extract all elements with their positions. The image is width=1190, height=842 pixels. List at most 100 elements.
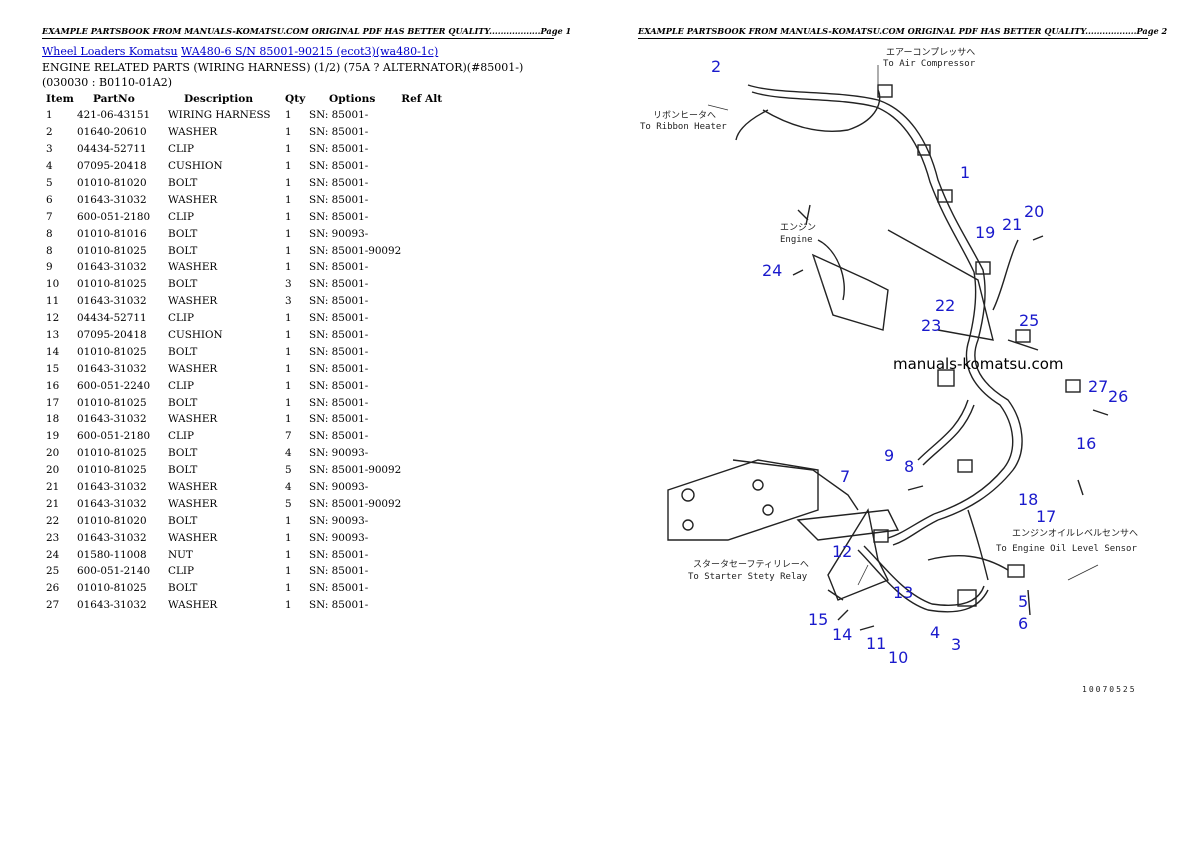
cell-qty: 1 <box>285 227 292 240</box>
cell-qty: 1 <box>285 582 292 595</box>
callout-9: 9 <box>884 446 894 465</box>
column-header-qty: Qty <box>285 92 306 105</box>
callout-25: 25 <box>1019 311 1039 330</box>
cell-description: NUT <box>168 548 193 561</box>
cell-partno: 600-051-2180 <box>77 430 151 443</box>
cell-ref-alt <box>401 428 461 445</box>
cell-partno: 01010-81025 <box>77 244 147 257</box>
cell-ref-alt <box>401 343 461 360</box>
cell-partno: 01010-81025 <box>77 278 147 291</box>
callout-18: 18 <box>1018 490 1038 509</box>
cell-description: CUSHION <box>168 160 223 173</box>
cell-description: CLIP <box>168 430 194 443</box>
callout-15: 15 <box>808 610 828 629</box>
callout-19: 19 <box>975 223 995 242</box>
cell-item: 16 <box>46 379 60 392</box>
label-starter-relay-en: To Starter Stety Relay <box>688 572 808 582</box>
cell-item: 4 <box>46 160 53 173</box>
cell-item: 8 <box>46 244 53 257</box>
cell-options: SN: 85001- <box>309 126 369 139</box>
cell-description: CLIP <box>168 210 194 223</box>
breadcrumb-link-category[interactable]: Wheel Loaders Komatsu <box>42 45 178 58</box>
cell-options: SN: 85001- <box>309 193 369 206</box>
cell-options: SN: 85001- <box>309 430 369 443</box>
cell-ref-alt <box>401 495 461 512</box>
cell-options: SN: 85001- <box>309 278 369 291</box>
cell-ref-alt <box>401 411 461 428</box>
label-oil-sensor-jp: エンジンオイルレベルセンサへ <box>1012 528 1138 539</box>
cell-partno: 01643-31032 <box>77 599 147 612</box>
callout-27: 27 <box>1088 377 1108 396</box>
cell-description: CUSHION <box>168 329 223 342</box>
cell-options: SN: 85001- <box>309 345 369 358</box>
cell-partno: 600-051-2180 <box>77 210 151 223</box>
cell-qty: 1 <box>285 143 292 156</box>
cell-qty: 1 <box>285 109 292 122</box>
cell-partno: 04434-52711 <box>77 143 147 156</box>
cell-item: 22 <box>46 514 60 527</box>
cell-description: WASHER <box>168 481 218 494</box>
callout-3: 3 <box>951 635 961 654</box>
cell-ref-alt <box>401 191 461 208</box>
cell-partno: 01643-31032 <box>77 295 147 308</box>
label-ribbon-heater-en: To Ribbon Heater <box>640 122 727 132</box>
cell-partno: 01643-31032 <box>77 362 147 375</box>
cell-ref-alt <box>401 276 461 293</box>
cell-qty: 1 <box>285 548 292 561</box>
cell-partno: 04434-52711 <box>77 312 147 325</box>
cell-partno: 01010-81020 <box>77 177 147 189</box>
cell-qty: 1 <box>285 345 292 358</box>
cell-description: WASHER <box>168 497 218 510</box>
cell-description: WASHER <box>168 362 218 375</box>
cell-options: SN: 85001- <box>309 396 369 409</box>
cell-partno: 600-051-2140 <box>77 565 151 578</box>
cell-partno: 07095-20418 <box>77 160 147 173</box>
cell-item: 2 <box>46 126 53 139</box>
cell-ref-alt <box>401 377 461 394</box>
cell-item: 18 <box>46 413 60 426</box>
callout-24: 24 <box>762 261 782 280</box>
cell-ref-alt <box>401 225 461 242</box>
breadcrumb-link-model[interactable]: WA480-6 S/N 85001-90215 (ecot3)(wa480-1c… <box>181 45 439 58</box>
cell-partno: 01643-31032 <box>77 413 147 426</box>
cell-options: SN: 85001- <box>309 295 369 308</box>
cell-description: WASHER <box>168 295 218 308</box>
diagram-drawing <box>667 84 1109 631</box>
cell-item: 5 <box>46 177 53 189</box>
label-air-compressor-jp: エアーコンプレッサへ <box>886 47 975 58</box>
cell-item: 27 <box>46 599 60 612</box>
callout-12: 12 <box>832 542 852 561</box>
cell-description: WASHER <box>168 193 218 206</box>
callout-8: 8 <box>904 457 914 476</box>
cell-options: SN: 85001- <box>309 177 369 189</box>
cell-description: CLIP <box>168 565 194 578</box>
cell-options: SN: 90093- <box>309 531 369 544</box>
cell-ref-alt <box>401 107 461 124</box>
cell-ref-alt <box>401 563 461 580</box>
cell-item: 14 <box>46 345 60 358</box>
column-header-description: Description <box>184 92 254 105</box>
cell-ref-alt <box>401 529 461 546</box>
cell-description: BOLT <box>168 464 198 477</box>
cell-item: 24 <box>46 548 60 561</box>
cell-partno: 01010-81025 <box>77 345 147 358</box>
cell-item: 26 <box>46 582 60 595</box>
cell-ref-alt <box>401 327 461 344</box>
cell-partno: 421-06-43151 <box>77 109 151 122</box>
callout-13: 13 <box>893 583 913 602</box>
watermark: manuals-komatsu.com <box>893 355 1064 373</box>
cell-partno: 600-051-2240 <box>77 379 151 392</box>
cell-ref-alt <box>401 208 461 225</box>
cell-qty: 1 <box>285 599 292 612</box>
cell-options: SN: 85001- <box>309 413 369 426</box>
cell-ref-alt <box>401 242 461 259</box>
